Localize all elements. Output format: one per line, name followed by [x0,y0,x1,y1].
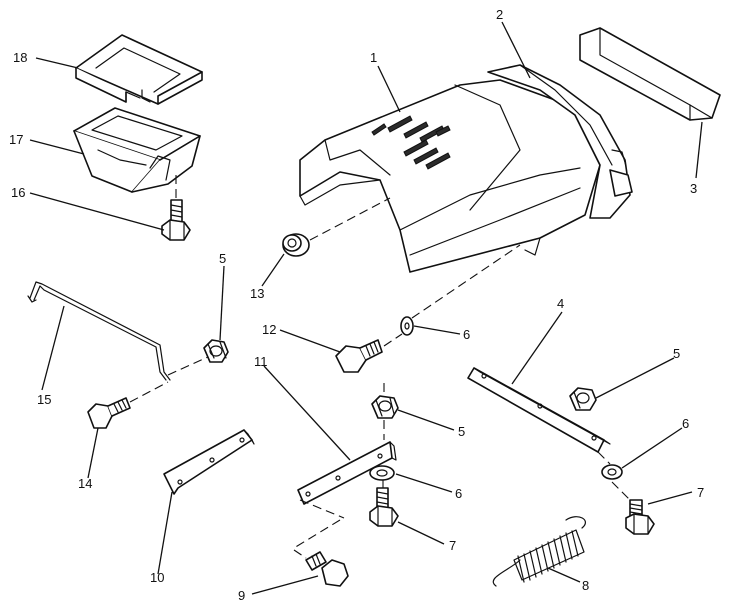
part-13-grommet [282,197,391,257]
part-18-square-pad [75,34,203,105]
callout-6-right: 6 [682,416,689,431]
part-5-nut-left [203,339,229,363]
callout-5-left: 5 [219,251,226,266]
callout-14: 14 [78,476,92,491]
part-5-nut-right [569,387,597,411]
callout-5-right: 5 [673,346,680,361]
callout-1: 1 [370,50,377,65]
part-3-front-panel [579,27,721,121]
callout-7-right: 7 [697,485,704,500]
part-9-bolt [293,499,349,587]
part-10-bracket [163,429,255,495]
callout-7-center: 7 [449,538,456,553]
callout-16: 16 [11,185,25,200]
callout-5-center: 5 [458,424,465,439]
part-6-washer-upper [400,244,521,336]
part-4-bracket [467,367,611,453]
part-6-washer-center [369,465,395,481]
part-17-tray [73,107,201,193]
callout-6-center: 6 [455,486,462,501]
leader-lines [29,21,703,595]
part-2-rear-cover [487,64,633,219]
part-5-nut-center [371,380,399,440]
callout-6-upper: 6 [463,327,470,342]
callout-4: 4 [557,296,564,311]
part-8-spring [492,516,586,587]
callout-3: 3 [690,181,697,196]
part-7-bolt-center [369,480,399,527]
part-14-bolt [87,381,169,429]
callout-12: 12 [262,322,276,337]
part-7-bolt-right [625,499,655,535]
callout-13: 13 [250,286,264,301]
part-1-hood [299,79,601,273]
part-6-washer-right [597,451,631,501]
callout-15: 15 [37,392,51,407]
part-16-bolt [161,172,191,241]
callout-2: 2 [496,7,503,22]
callout-9: 9 [238,588,245,603]
callout-11: 11 [254,354,268,369]
part-11-bracket [297,441,397,505]
part-15-support-rod [27,281,211,381]
callout-labels: 1 2 3 4 5 5 5 6 6 6 7 7 8 9 10 11 12 13 … [9,7,704,603]
callout-10: 10 [150,570,164,585]
callout-17: 17 [9,132,23,147]
callout-18: 18 [13,50,27,65]
callout-8: 8 [582,578,589,593]
part-12-bolt [335,333,403,373]
